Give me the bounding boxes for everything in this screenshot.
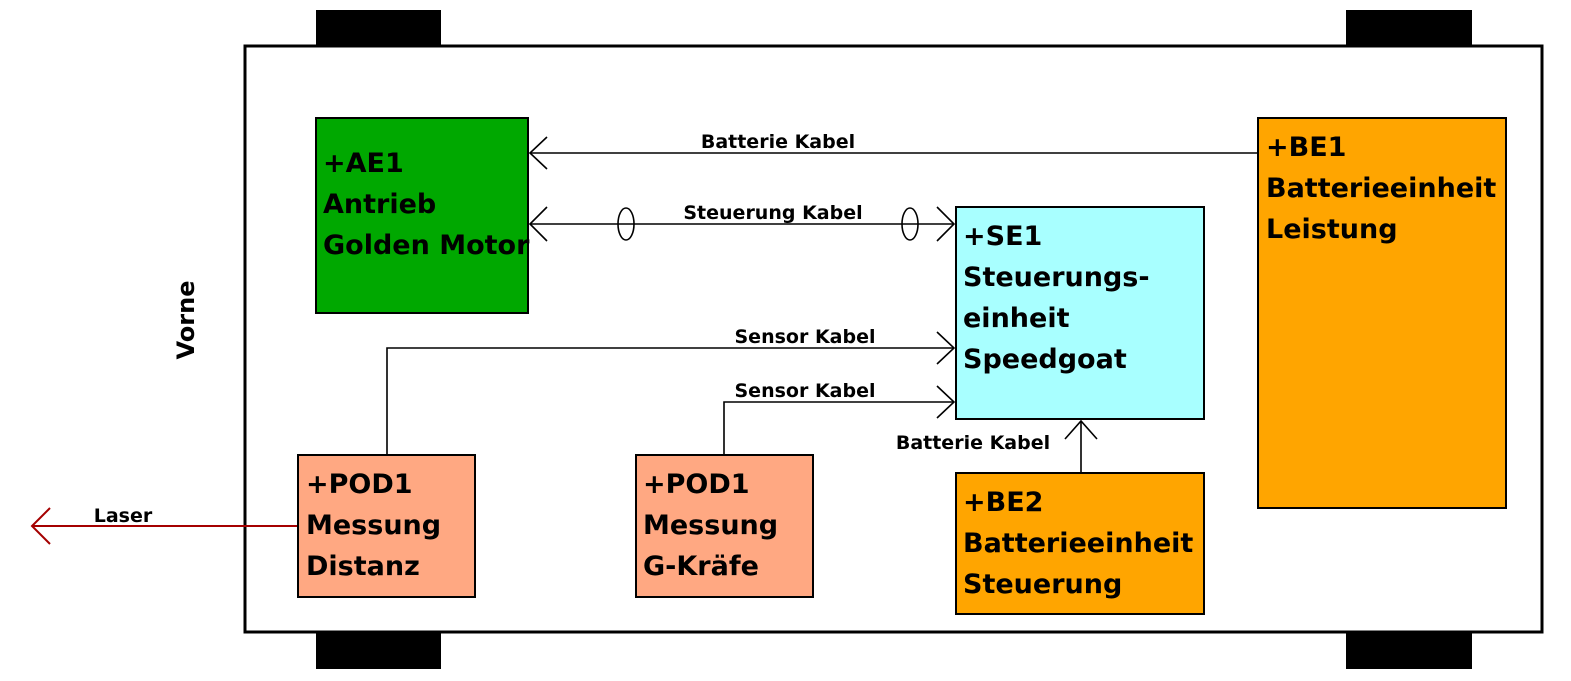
unit-be1: +BE1 Batterieeinheit Leistung xyxy=(1257,117,1507,509)
unit-be2-line-3: Steuerung xyxy=(963,569,1122,600)
wheel-rear-bottom xyxy=(1346,632,1472,669)
cable-sensor-distance xyxy=(386,331,956,455)
cable-battery-se1 xyxy=(1064,419,1098,473)
unit-pod-gforce-line-3: G-Kräfe xyxy=(643,551,759,582)
cable-sensor-gforce xyxy=(723,385,956,455)
wheel-rear-top xyxy=(1346,10,1472,47)
unit-be1-line-2: Batterieeinheit xyxy=(1266,173,1496,204)
wheel-front-top xyxy=(316,10,441,47)
unit-be2: +BE2 Batterieeinheit Steuerung xyxy=(955,472,1205,615)
unit-se1: +SE1 Steuerungs- einheit Speedgoat xyxy=(955,206,1205,420)
unit-se1-line-3: einheit xyxy=(963,303,1070,334)
unit-se1-line-1: +SE1 xyxy=(963,221,1042,252)
unit-pod-gforce-line-1: +POD1 xyxy=(643,469,750,500)
unit-pod-distance-line-2: Messung xyxy=(306,510,441,541)
unit-pod-gforce: +POD1 Messung G-Kräfe xyxy=(635,454,814,598)
cable-battery-ae1 xyxy=(528,136,1258,170)
unit-se1-line-2: Steuerungs- xyxy=(963,262,1150,293)
orientation-label: Vorne xyxy=(172,281,200,360)
unit-be1-line-3: Leistung xyxy=(1266,214,1398,245)
cable-label-laser: Laser xyxy=(94,505,153,527)
cable-label-battery-ae1: Batterie Kabel xyxy=(701,131,855,153)
cable-label-sensor-distance: Sensor Kabel xyxy=(735,326,876,348)
laser-beam xyxy=(30,507,298,545)
cable-label-battery-se1: Batterie Kabel xyxy=(896,432,1050,454)
unit-ae1-line-1: +AE1 xyxy=(323,148,404,179)
unit-pod-distance: +POD1 Messung Distanz xyxy=(297,454,476,598)
cable-control-ae1-se1 xyxy=(528,206,956,242)
unit-be2-line-2: Batterieeinheit xyxy=(963,528,1193,559)
unit-ae1-line-3: Golden Motor xyxy=(323,230,530,261)
cable-label-sensor-gforce: Sensor Kabel xyxy=(735,380,876,402)
unit-ae1-line-2: Antrieb xyxy=(323,189,436,220)
cable-label-control: Steuerung Kabel xyxy=(683,202,862,224)
unit-ae1: +AE1 Antrieb Golden Motor xyxy=(315,117,530,314)
wheel-front-bottom xyxy=(316,632,441,669)
unit-pod-distance-line-1: +POD1 xyxy=(306,469,413,500)
unit-pod-gforce-line-2: Messung xyxy=(643,510,778,541)
unit-se1-line-4: Speedgoat xyxy=(963,344,1127,375)
unit-be2-line-1: +BE2 xyxy=(963,487,1043,518)
unit-be1-line-1: +BE1 xyxy=(1266,132,1346,163)
unit-pod-distance-line-3: Distanz xyxy=(306,551,420,582)
